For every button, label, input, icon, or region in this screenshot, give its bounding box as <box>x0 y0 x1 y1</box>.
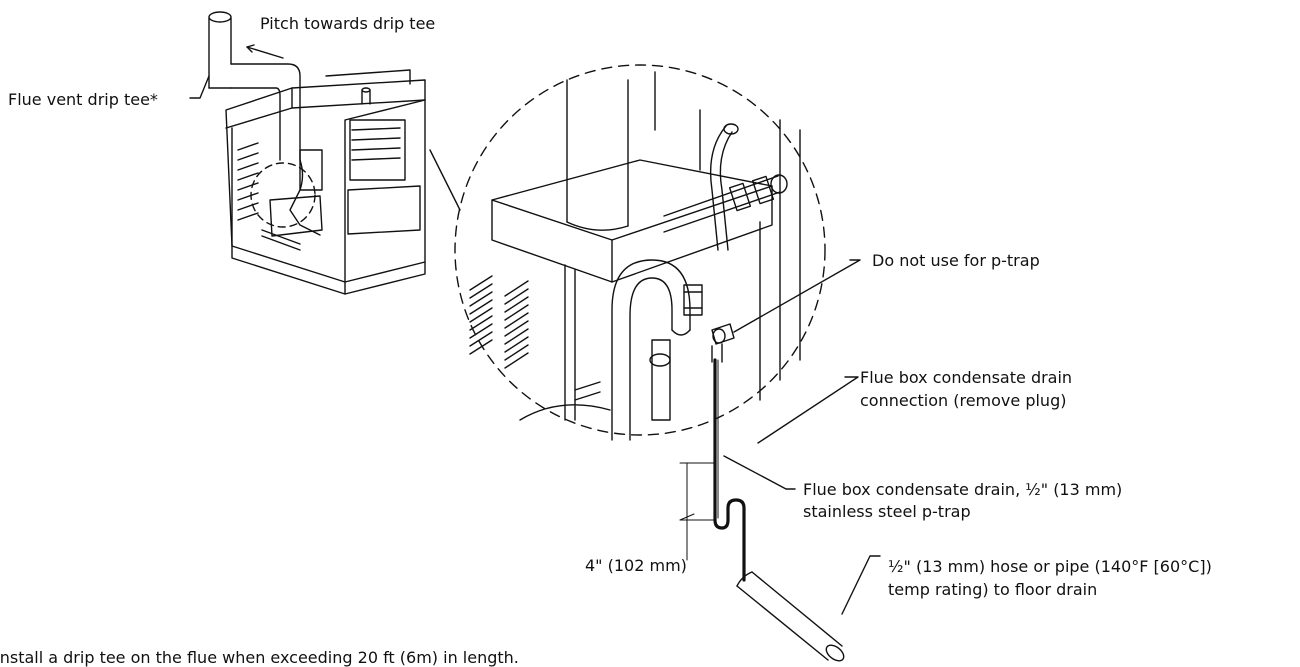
dimension-4in <box>679 462 716 561</box>
detail-view <box>454 64 826 441</box>
floor-drain-hose <box>736 571 845 662</box>
detail-link-line <box>429 149 461 211</box>
drain-leader <box>723 455 796 490</box>
connection-label-line1: Flue box condensate drain <box>860 368 1073 387</box>
p-trap <box>713 358 746 582</box>
hose-label-line1: ½" (13 mm) hose or pipe (140°F [60°C]) <box>888 557 1212 576</box>
connection-leader <box>757 376 859 444</box>
overview-unit <box>208 11 426 295</box>
hose-label-line2: temp rating) to floor drain <box>888 580 1098 599</box>
dimension-label: 4" (102 mm) <box>585 556 687 575</box>
hose-leader <box>841 555 881 615</box>
no-ptrap-label: Do not use for p-trap <box>872 251 1040 270</box>
drip-tee-leader <box>189 75 210 99</box>
drain-label-line2: stainless steel p-trap <box>803 502 971 521</box>
no-ptrap-leader <box>733 259 861 333</box>
drain-label-line1: Flue box condensate drain, ½" (13 mm) <box>803 480 1123 499</box>
drip-tee-label: Flue vent drip tee* <box>8 90 158 109</box>
footnote: Install a drip tee on the flue when exce… <box>0 648 519 667</box>
connection-label-line2: connection (remove plug) <box>860 391 1067 410</box>
pitch-label: Pitch towards drip tee <box>260 14 436 33</box>
